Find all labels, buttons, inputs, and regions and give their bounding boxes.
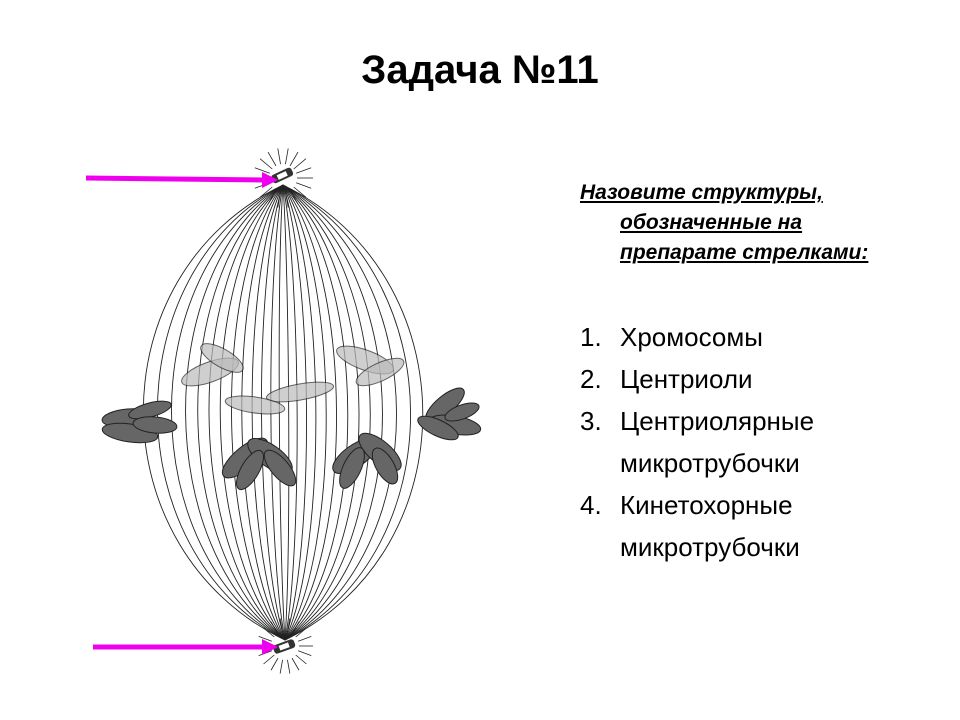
aster-ray [298,636,312,642]
chromosomes [101,343,482,491]
answer-list: 1. Хромосомы 2. Центриоли 3. Центриолярн… [580,316,950,568]
chromosome-arm [224,395,286,415]
spindle-fiber [185,184,286,641]
answer-item: 3. Центриолярные микротрубочки [580,400,950,484]
answer-item: 2. Центриоли [580,358,950,400]
aster-ray [267,189,277,205]
aster-ray [259,186,273,198]
aster-ray [285,191,289,208]
chromosome-arm [236,449,264,491]
top-centriole [271,167,294,184]
mitotic-spindle-figure [85,148,482,674]
question-text: Назовите структуры, обозначенные на преп… [580,178,940,268]
spindle-fiber [282,184,360,641]
chromosome-arm [355,357,405,387]
answer-item: 4. Кинетохорные микротрубочки [580,484,950,568]
spindle-fiber [282,184,317,641]
slide-title: Задача №11 [361,48,599,92]
spindle-fiber [282,184,412,641]
spindle-fiber [282,184,307,641]
aster-ray [277,148,281,165]
aster-ray [287,618,291,633]
spindle-fiber [282,184,298,641]
bottom-centriole [273,639,296,654]
answer-item: 1. Хромосомы [580,316,950,358]
answer-number: 2. [580,364,602,394]
aster-ray [279,618,283,633]
chromosome-arm [200,343,244,373]
aster-ray [293,186,307,198]
spindle-fiber [282,184,290,641]
question-line: Назовите структуры, [580,181,823,204]
answer-text: микротрубочки [620,448,800,478]
aster-ray [267,151,277,167]
spindle-fiber [231,184,286,641]
answer-text: Центриоли [620,364,753,394]
aster-ray [258,636,272,642]
answer-text: микротрубочки [620,532,800,562]
chromosome-arm [339,447,365,489]
aster-ray [296,182,312,189]
answer-number: 1. [580,322,602,352]
answer-number: 4. [580,490,602,520]
aster-ray [289,189,299,205]
question-line: обозначенные на [620,211,803,234]
aster-ray [298,650,312,656]
spindle-fiber [282,184,371,641]
spindle-fiber [197,184,286,641]
chromosome-arm [263,449,297,487]
aster-ray [254,167,270,174]
aster-ray [270,657,279,671]
chromosome-arm [371,447,399,485]
question-line: препарате стрелками: [620,241,869,264]
answer-text: Кинетохорные [620,490,793,520]
aster-ray [293,158,307,170]
aster-ray [263,654,275,665]
spindle-fiber [241,184,286,641]
spindle-fibers [143,184,424,641]
aster-ray [291,621,300,635]
chromosome-arm [265,381,335,403]
spindle-fiber [208,184,286,641]
aster-ray [263,627,275,638]
answer-number: 3. [580,406,602,436]
spindle-fiber [282,184,349,641]
aster-ray [270,621,279,635]
spindle-fiber [282,184,397,641]
top-arrow [85,172,278,188]
bottom-arrow [93,639,278,655]
aster-ray [296,167,312,174]
aster-ray [279,659,283,674]
spindle-fiber [171,184,286,641]
spindle-fiber [282,184,424,641]
aster-ray [285,148,289,165]
spindle-fiber [219,184,286,641]
spindle-fiber [282,184,383,641]
spindle-fiber [282,184,337,641]
aster-ray [295,627,307,638]
chromosome-arm [417,415,459,441]
aster-ray [277,191,281,208]
chromosome-arm [132,416,178,434]
chromosome-arm [444,402,480,422]
aster-ray [295,654,307,665]
spindle-fiber [282,184,327,641]
answer-text: Центриолярные [620,406,815,436]
aster-ray [291,657,300,671]
aster-ray [259,158,273,170]
answer-text: Хромосомы [620,322,763,352]
aster-ray [287,659,291,674]
aster-ray [289,151,299,167]
